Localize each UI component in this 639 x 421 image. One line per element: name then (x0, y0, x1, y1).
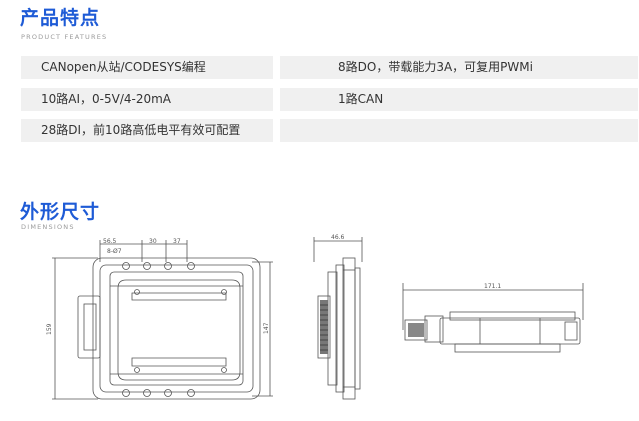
feature-item: 1路CAN (280, 88, 638, 111)
dim-height-outer: 159 (46, 323, 53, 335)
feature-item: 28路DI，前10路高低电平有效可配置 (21, 119, 273, 142)
dimensions-title: 外形尺寸 (20, 201, 101, 223)
dim-hole: 8-Ø7 (107, 248, 122, 255)
feature-item: CANopen从站/CODESYS编程 (21, 56, 273, 79)
dim-height-inner: 147 (263, 322, 270, 334)
dim-top-length: 171.1 (484, 283, 501, 290)
dim-top-right: 37 (173, 238, 181, 245)
dim-top-left: 56.5 (103, 238, 117, 245)
dimensions-subtitle: DIMENSIONS (21, 223, 75, 231)
feature-item: 10路AI，0-5V/4-20mA (21, 88, 273, 111)
features-subtitle: PRODUCT FEATURES (21, 33, 108, 41)
features-title: 产品特点 (20, 7, 101, 29)
feature-item-empty (280, 119, 638, 142)
dim-top-mid: 30 (149, 238, 157, 245)
dim-side-width: 46.6 (331, 234, 345, 241)
feature-item: 8路DO，带载能力3A，可复用PWMi (280, 56, 638, 79)
